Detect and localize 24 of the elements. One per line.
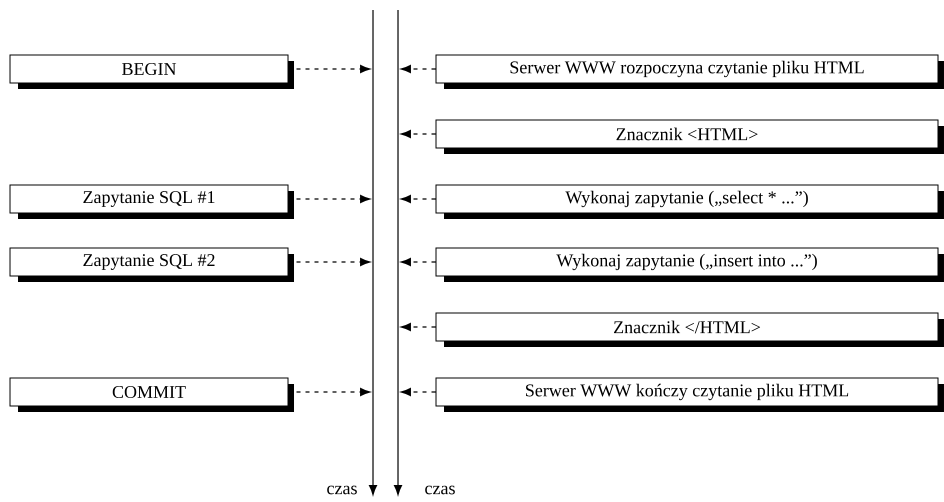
process-box: Znacznik </HTML> — [436, 312, 944, 347]
process-box: Serwer WWW rozpoczyna czytanie pliku HTML — [436, 54, 944, 89]
arrow — [296, 258, 370, 266]
process-box: Zapytanie SQL #1 — [10, 184, 294, 219]
process-box: Serwer WWW kończy czytanie pliku HTML — [436, 378, 944, 412]
time-axis — [394, 10, 402, 496]
process-box: BEGIN — [10, 54, 294, 89]
arrow — [400, 258, 436, 266]
process-box: COMMIT — [10, 378, 294, 412]
arrow — [296, 194, 370, 204]
arrow — [400, 194, 436, 204]
arrow — [400, 130, 436, 138]
process-box: Zapytanie SQL #2 — [10, 248, 294, 282]
arrow — [296, 388, 370, 396]
arrow — [400, 388, 436, 396]
axis-label: czas — [327, 486, 357, 494]
process-box: Znacznik <HTML> — [436, 120, 944, 154]
arrow — [296, 64, 370, 74]
axis-label: czas — [425, 486, 455, 494]
arrow — [400, 64, 436, 74]
process-box: Wykonaj zapytanie („insert into ...”) — [436, 248, 944, 282]
process-box: Wykonaj zapytanie („select * ...”) — [436, 184, 944, 219]
time-axis — [368, 10, 378, 496]
arrow — [400, 322, 436, 332]
